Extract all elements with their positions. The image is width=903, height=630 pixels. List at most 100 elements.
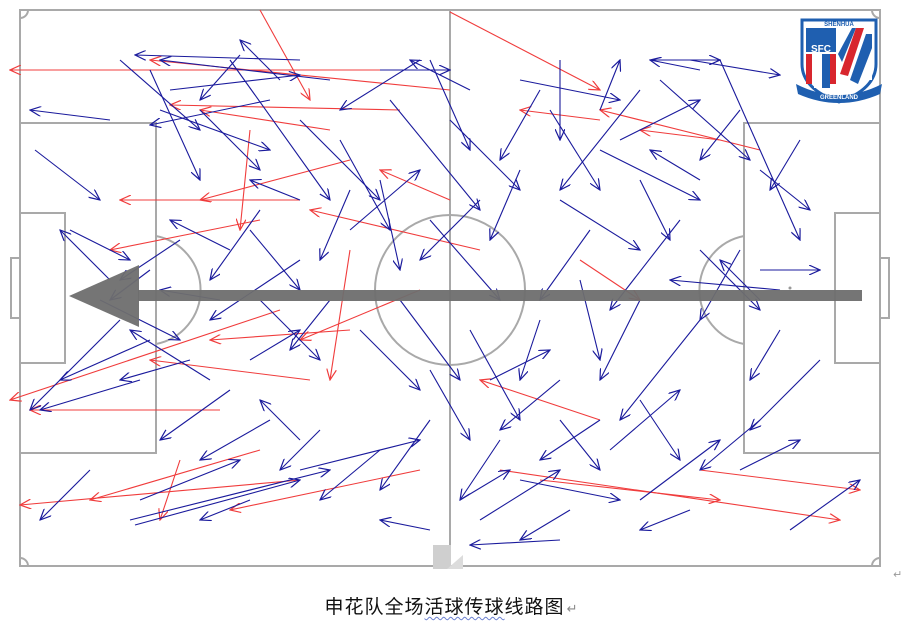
caption-text-end: 线路图 bbox=[504, 596, 565, 618]
pass-arrow bbox=[249, 229, 300, 290]
pass-arrow bbox=[670, 280, 781, 291]
pass-map-diagram bbox=[0, 9, 890, 567]
pass-arrow bbox=[210, 209, 261, 280]
pass-arrow bbox=[330, 249, 351, 380]
corner-arc-bottom-left bbox=[19, 557, 29, 567]
pass-arrow bbox=[750, 359, 821, 430]
pass-arrow bbox=[170, 105, 401, 111]
pass-arrow bbox=[299, 119, 380, 200]
corner-arc-bottom-right bbox=[871, 557, 881, 567]
pass-arrow bbox=[169, 75, 300, 91]
pass-arrow bbox=[359, 329, 420, 390]
pass-arrow bbox=[789, 480, 860, 531]
pass-arrow bbox=[559, 199, 640, 250]
pass-arrow bbox=[200, 159, 351, 200]
pass-arrow bbox=[639, 399, 680, 460]
corner-arc-top-right bbox=[871, 9, 881, 19]
pass-arrow bbox=[34, 149, 100, 200]
pass-arrow bbox=[559, 419, 600, 470]
pass-arrow bbox=[139, 460, 240, 501]
pass-arrow bbox=[160, 389, 231, 440]
caption-text-start: 申花队全场 bbox=[324, 596, 425, 618]
pass-arrow bbox=[770, 139, 801, 190]
pass-arrow bbox=[380, 170, 451, 201]
pass-arrow bbox=[639, 440, 720, 501]
right-goal bbox=[879, 257, 890, 319]
pass-arrow bbox=[170, 220, 231, 251]
pass-arrow bbox=[650, 60, 701, 71]
left-goal-area bbox=[19, 212, 66, 364]
pass-arrow bbox=[110, 219, 261, 250]
pass-arrow bbox=[240, 40, 281, 81]
pass-arrow bbox=[449, 11, 600, 90]
pass-arrow bbox=[380, 419, 431, 490]
pass-arrow bbox=[640, 509, 691, 530]
pass-arrow bbox=[30, 110, 111, 121]
pass-arrow bbox=[620, 319, 701, 420]
pass-arrow bbox=[520, 509, 571, 540]
pass-arrow bbox=[260, 400, 301, 441]
pass-arrow bbox=[10, 309, 281, 400]
pass-arrow bbox=[320, 449, 381, 500]
pass-arrow bbox=[130, 330, 211, 381]
pass-arrow bbox=[699, 469, 860, 490]
pass-arrow bbox=[135, 55, 301, 61]
pass-arrow bbox=[540, 229, 591, 300]
pass-arrow bbox=[150, 99, 271, 125]
crest-banner-text: GREENLAND bbox=[820, 95, 859, 101]
pass-arrow bbox=[389, 99, 480, 210]
pass-arrow bbox=[600, 299, 641, 380]
pass-arrow bbox=[449, 119, 520, 190]
pass-arrow bbox=[410, 60, 471, 91]
pass-arrow bbox=[60, 339, 151, 380]
pass-arrow bbox=[349, 170, 420, 231]
pass-arrow bbox=[134, 480, 300, 526]
pass-arrow bbox=[240, 129, 251, 230]
pass-arrow bbox=[759, 169, 810, 210]
pass-arrow bbox=[160, 459, 181, 520]
pass-arrow bbox=[299, 440, 420, 471]
pass-arrow bbox=[210, 329, 351, 340]
pass-arrow bbox=[520, 319, 541, 380]
pass-arrow bbox=[429, 369, 470, 440]
penalty-spot-marker bbox=[788, 286, 792, 290]
crest-top-text: SHENHUA bbox=[824, 22, 854, 28]
shenhua-crest-logo: SHENHUA SFC GREENLAND bbox=[796, 18, 882, 104]
pass-arrow bbox=[229, 59, 330, 200]
pass-arrow bbox=[380, 520, 431, 531]
pass-arrow bbox=[489, 350, 550, 381]
pass-arrow bbox=[459, 470, 510, 501]
pass-arrow bbox=[60, 230, 111, 281]
pass-arrow bbox=[540, 419, 601, 460]
pass-arrow bbox=[519, 479, 620, 500]
pass-arrow bbox=[539, 479, 720, 500]
pass-arrow bbox=[560, 89, 641, 190]
pass-arrow bbox=[290, 299, 331, 350]
pass-arrow bbox=[200, 110, 331, 131]
right-penalty-box bbox=[743, 122, 881, 454]
pass-arrow bbox=[599, 60, 620, 111]
pass-arrow bbox=[750, 329, 781, 380]
pass-arrow bbox=[490, 169, 521, 240]
pass-arrow bbox=[460, 439, 501, 500]
crest-letters: SFC bbox=[811, 44, 831, 55]
pass-arrow bbox=[200, 419, 271, 460]
paragraph-mark-icon: ↵ bbox=[893, 568, 903, 581]
corner-arc-top-left bbox=[19, 9, 29, 19]
pass-arrow bbox=[340, 59, 421, 110]
pass-arrow bbox=[160, 60, 331, 81]
pass-arrow bbox=[500, 89, 541, 160]
left-goal bbox=[10, 257, 21, 319]
caption-text-spellcheck-underlined: 活球传球 bbox=[424, 596, 505, 618]
pass-arrow bbox=[120, 359, 191, 380]
pass-arrow bbox=[599, 149, 700, 200]
watermark-icon bbox=[433, 545, 463, 569]
pass-arrow bbox=[689, 59, 780, 75]
pass-arrow bbox=[470, 540, 561, 545]
pass-arrow bbox=[500, 379, 561, 430]
pass-arrow bbox=[399, 299, 460, 380]
pass-arrow bbox=[69, 229, 130, 260]
pass-arrow bbox=[149, 69, 200, 180]
pass-arrow bbox=[739, 440, 800, 471]
right-goal-area bbox=[834, 212, 881, 364]
